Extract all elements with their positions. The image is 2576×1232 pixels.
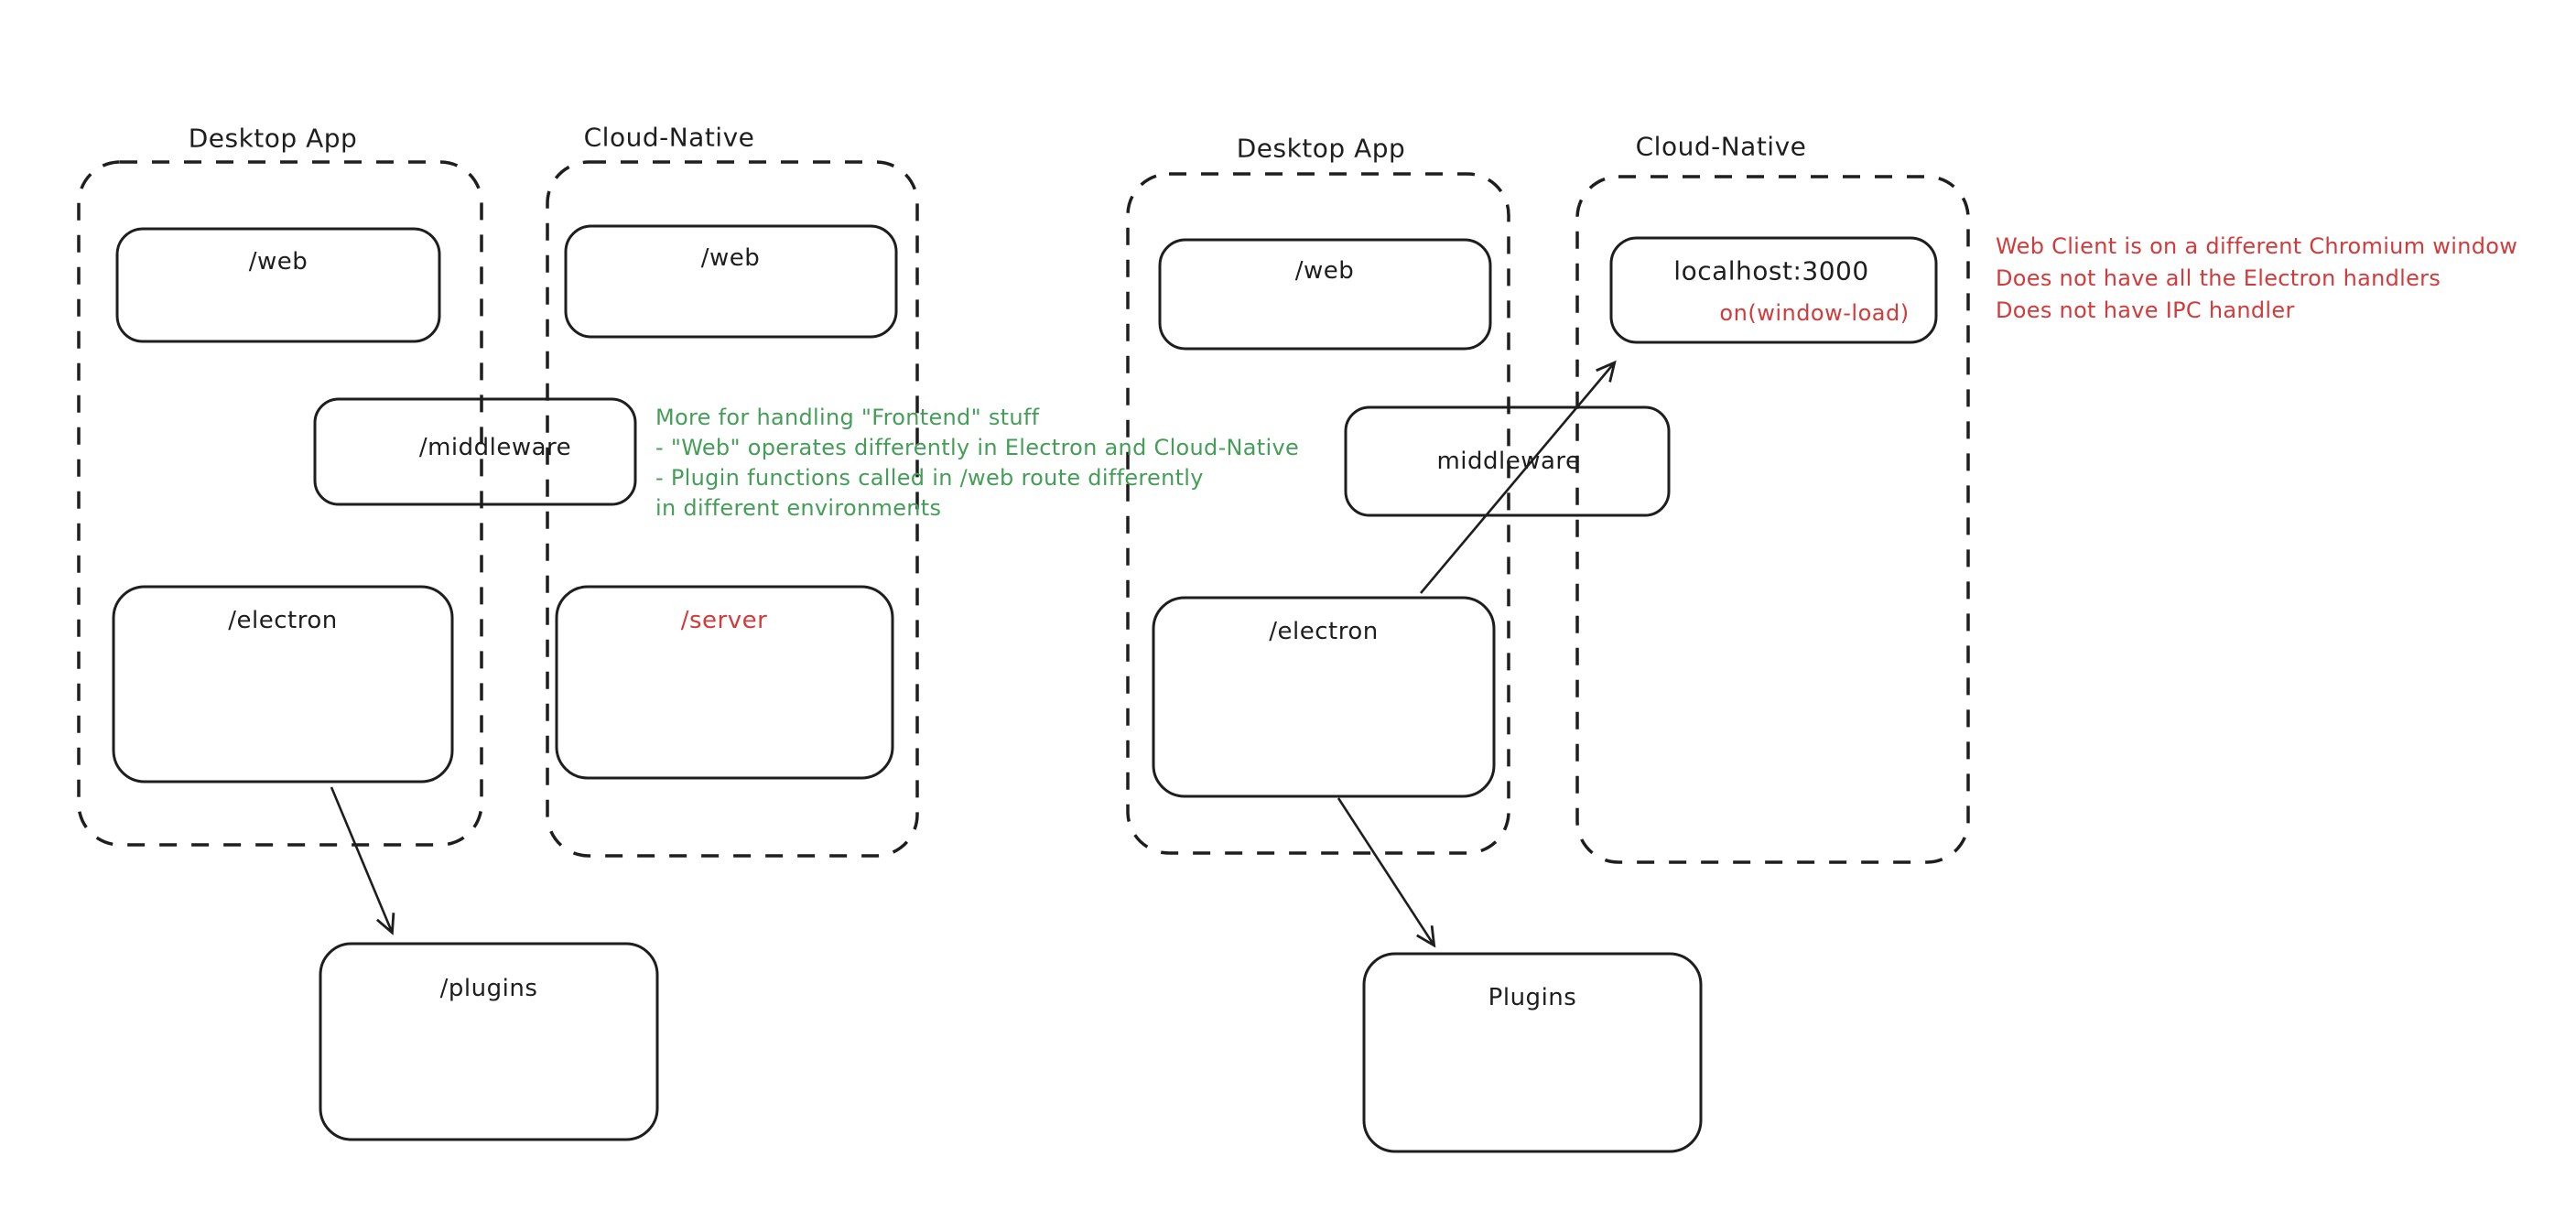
left-middleware-label: /middleware: [418, 434, 572, 461]
left-electron-box: [112, 585, 454, 784]
right-desktop-app-label: Desktop App: [1236, 133, 1406, 164]
left-arrow-electron-to-plugins: [330, 786, 395, 935]
web-client-note-line-2: Does not have all the Electron handlers: [1996, 265, 2441, 291]
right-localhost-label: localhost:3000: [1673, 255, 1869, 286]
right-window-load-label: on(window-load): [1719, 300, 1910, 326]
right-plugins-box: [1362, 952, 1703, 1153]
left-desktop-app-label: Desktop App: [188, 123, 358, 154]
left-server-box: [555, 585, 894, 780]
web-client-note-line-3: Does not have IPC handler: [1996, 297, 2295, 323]
web-client-note: Web Client is on a different Chromium wi…: [1996, 231, 2517, 327]
frontend-note-line-4: in different environments: [655, 495, 942, 521]
left-web-desktop-label: /web: [248, 248, 308, 276]
left-electron-label: /electron: [228, 607, 338, 634]
left-web-cloud-box: [564, 224, 898, 339]
left-web-cloud-label: /web: [700, 244, 761, 272]
frontend-note-line-2: - "Web" operates differently in Electron…: [655, 435, 1300, 460]
left-web-desktop-box: [115, 227, 441, 343]
right-electron-label: /electron: [1269, 618, 1379, 645]
right-electron-box: [1152, 596, 1496, 798]
left-cloud-native-container: [546, 160, 919, 858]
left-middleware-box: [313, 397, 637, 506]
right-cloud-native-label: Cloud-Native: [1635, 131, 1807, 162]
right-localhost-box: [1609, 236, 1938, 344]
left-server-label: /server: [680, 607, 768, 634]
frontend-note: More for handling "Frontend" stuff - "We…: [655, 403, 1299, 524]
right-middleware-label: middleware: [1436, 448, 1581, 475]
right-web-label: /web: [1294, 257, 1355, 285]
right-plugins-label: Plugins: [1488, 984, 1577, 1011]
web-client-note-line-1: Web Client is on a different Chromium wi…: [1996, 233, 2518, 259]
right-web-box: [1158, 238, 1492, 351]
frontend-note-line-3: - Plugin functions called in /web route …: [655, 465, 1204, 491]
right-arrow-electron-to-localhost: [1420, 360, 1617, 594]
left-cloud-native-label: Cloud-Native: [583, 122, 755, 153]
frontend-note-line-1: More for handling "Frontend" stuff: [655, 405, 1040, 430]
left-plugins-label: /plugins: [439, 975, 538, 1002]
right-arrow-electron-to-plugins: [1337, 797, 1436, 948]
right-cloud-native-container: [1575, 175, 1970, 864]
left-plugins-box: [319, 942, 659, 1141]
right-middleware-box: [1344, 405, 1671, 517]
